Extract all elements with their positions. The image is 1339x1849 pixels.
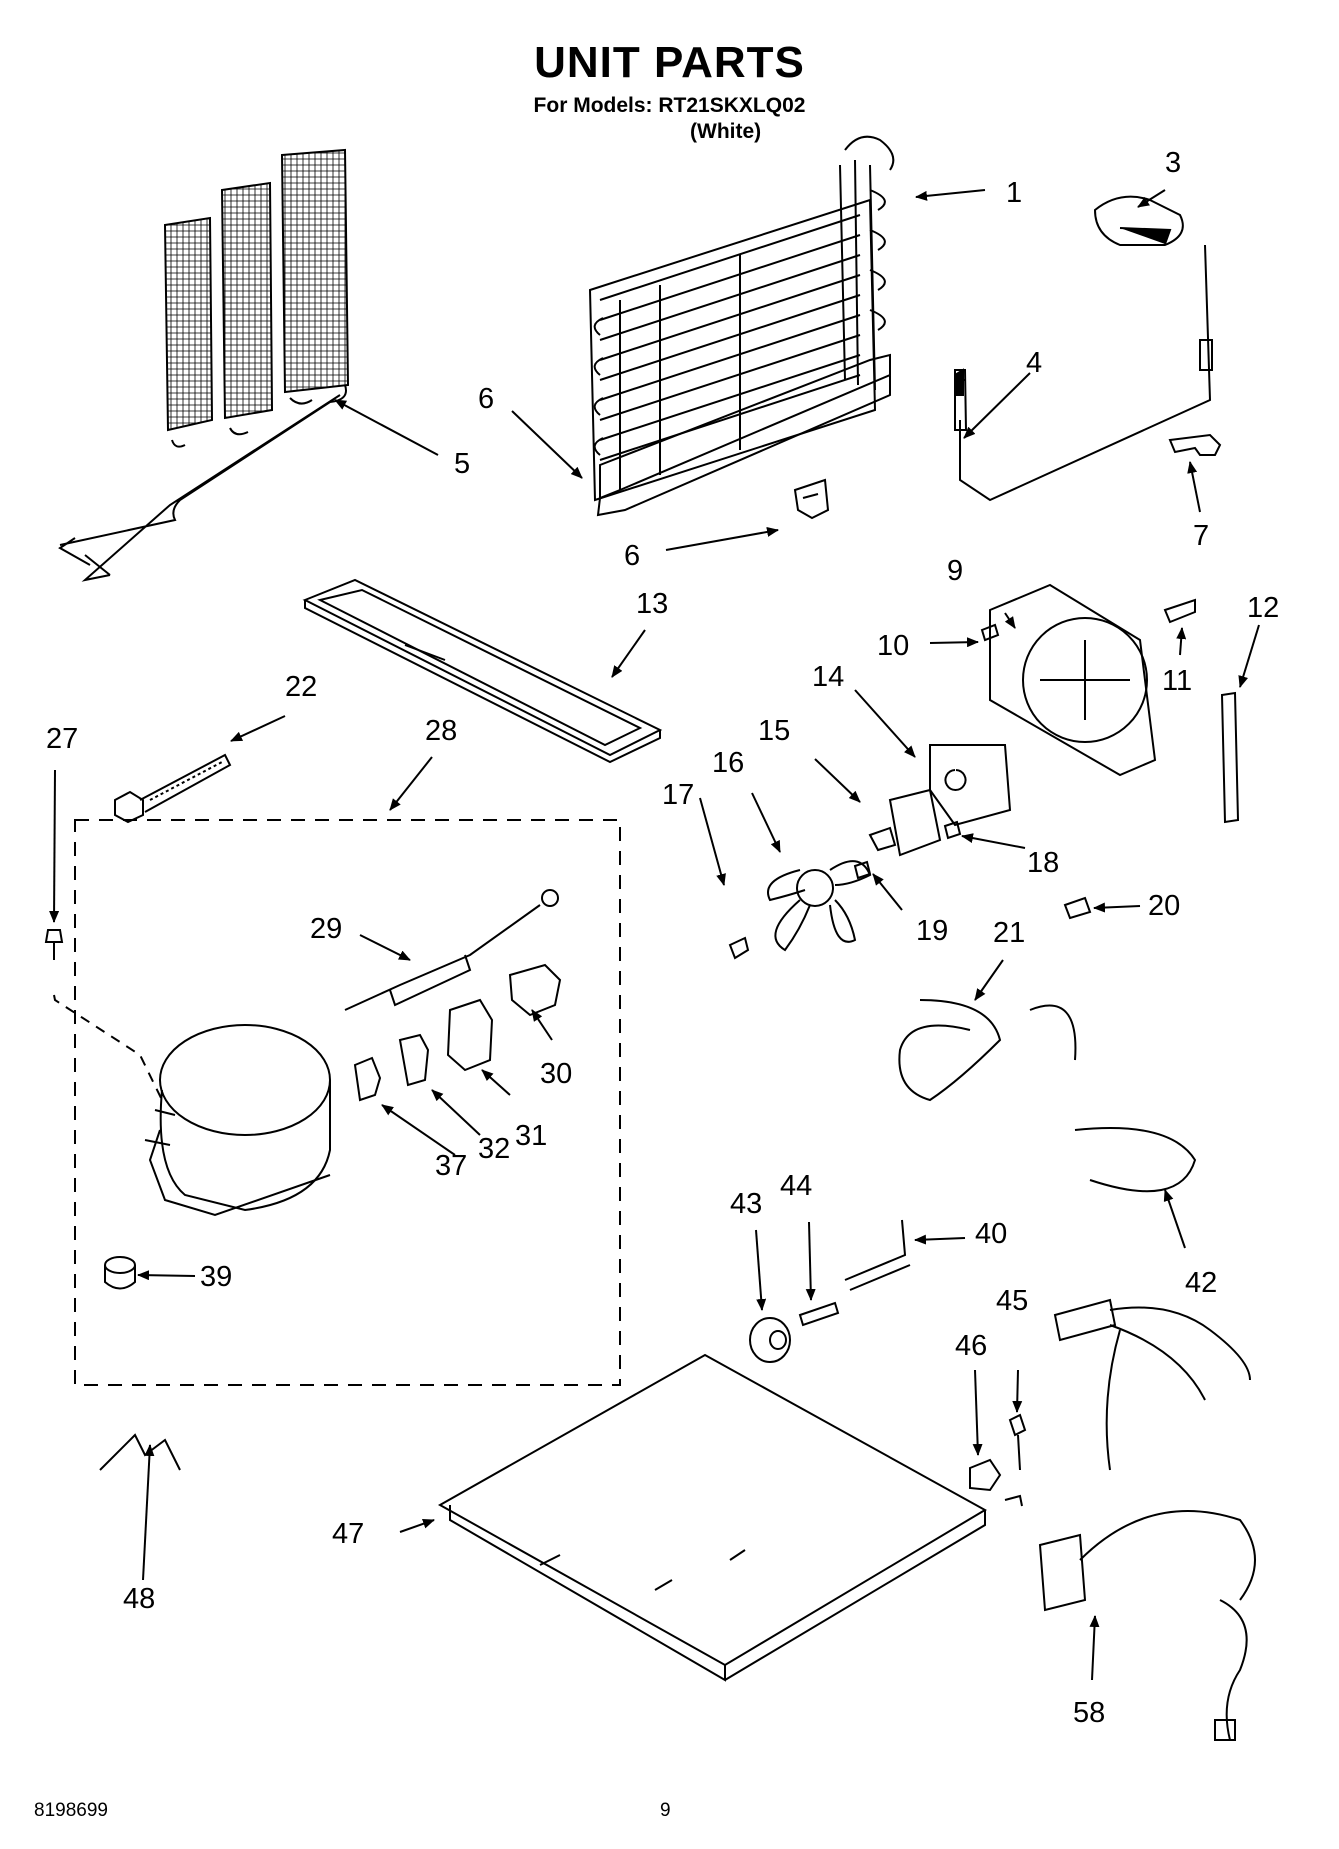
overload-terminal	[353, 1056, 382, 1102]
callout-6b: 19	[916, 915, 948, 947]
callout-39: 9	[947, 555, 963, 587]
filter-drier	[344, 889, 559, 1011]
callout-48: 40	[975, 1218, 1007, 1250]
mounting-screw	[44, 929, 64, 960]
start-relay	[446, 998, 494, 1072]
evaporator	[588, 135, 895, 502]
callout-47: 42	[1185, 1267, 1217, 1299]
callout-40: 15	[758, 715, 790, 747]
evaporator-drain-trough	[596, 353, 891, 517]
callout-44: 17	[662, 779, 694, 811]
callout-18: 44	[780, 1170, 812, 1202]
callout-28: 28	[425, 715, 457, 747]
wiring-harness	[1038, 1298, 1256, 1741]
relay-cover	[508, 963, 562, 1017]
mounting-screw-upper	[1163, 598, 1196, 624]
callout-5: 1	[1006, 177, 1022, 209]
callout-30: 22	[285, 671, 317, 703]
callout-43: 16	[712, 747, 744, 779]
callout-21: 46	[955, 1330, 987, 1362]
overload-protector	[398, 1033, 430, 1087]
condenser-fan-shroud	[989, 583, 1157, 777]
drain-pan	[302, 578, 663, 764]
callout-46: 21	[993, 917, 1025, 949]
callout-3: 5	[454, 448, 470, 480]
callout-16: 3	[1165, 147, 1181, 179]
leader-lines	[49, 189, 1260, 1681]
shroud-screw	[980, 623, 1000, 665]
evaporator-clip	[793, 478, 830, 520]
callout-45: 14	[812, 661, 844, 693]
condenser-fan-blade	[728, 860, 872, 960]
drain-hose	[1074, 1127, 1197, 1193]
callout-22: 20	[1148, 890, 1180, 922]
callout-58: 13	[636, 588, 668, 620]
callout-labels: 1 3 4 5 6 6 7 9 10 11 12 13 14 15 16 17 …	[46, 147, 1279, 1729]
motor-bracket	[929, 744, 1012, 827]
thermistor-clip	[1168, 433, 1222, 456]
compressor-grommet	[104, 1256, 136, 1290]
callout-7: 6	[478, 383, 494, 415]
callout-20: 48	[123, 1583, 155, 1615]
ground-screw	[1004, 1413, 1027, 1507]
callout-6: 11	[1162, 665, 1192, 697]
callout-31: 10	[877, 630, 909, 662]
page-title: UNIT PARTS	[534, 38, 805, 87]
callout-29: 29	[310, 913, 342, 945]
callout-11: 27	[46, 723, 78, 755]
callout-15: 32	[478, 1133, 510, 1165]
compressor	[144, 1024, 331, 1217]
compressor-base-plate	[437, 1353, 988, 1682]
insulation-strip	[1220, 691, 1240, 824]
callout-32: 30	[540, 1058, 572, 1090]
tube-clip	[99, 1433, 181, 1471]
callout-4: 4	[1026, 347, 1042, 379]
callout-10: 12	[1247, 592, 1279, 624]
mounting-clip-small	[1063, 896, 1092, 920]
water-tube	[844, 1219, 911, 1291]
callout-9: 6	[624, 540, 640, 572]
condensate-tube	[898, 999, 1077, 1102]
document-number: 8198699	[34, 1800, 108, 1821]
defrost-thermistor	[954, 244, 1213, 502]
callout-12: 31	[515, 1120, 547, 1152]
roller-bolt	[798, 1301, 840, 1327]
page-number: 9	[660, 1800, 671, 1821]
condenser-fan-motor	[868, 788, 942, 857]
callout-14: 39	[200, 1261, 232, 1293]
condenser-coil	[58, 148, 350, 582]
compressor-assembly-boundary	[74, 819, 621, 1386]
roller-wheel	[749, 1317, 791, 1363]
leveling-nut	[969, 1458, 1002, 1492]
callout-13: 37	[435, 1150, 467, 1182]
models-line: For Models: RT21SKXLQ02	[533, 94, 806, 117]
callout-19: 7	[1193, 520, 1209, 552]
color-variant: (White)	[690, 120, 762, 143]
callout-1: 47	[332, 1518, 364, 1550]
thermistor-cap	[1093, 195, 1184, 246]
callout-42: 58	[1073, 1697, 1105, 1729]
callout-17: 43	[730, 1188, 762, 1220]
cable-tie	[114, 753, 232, 824]
callout-27: 45	[996, 1285, 1028, 1317]
callout-37: 18	[1027, 847, 1059, 879]
